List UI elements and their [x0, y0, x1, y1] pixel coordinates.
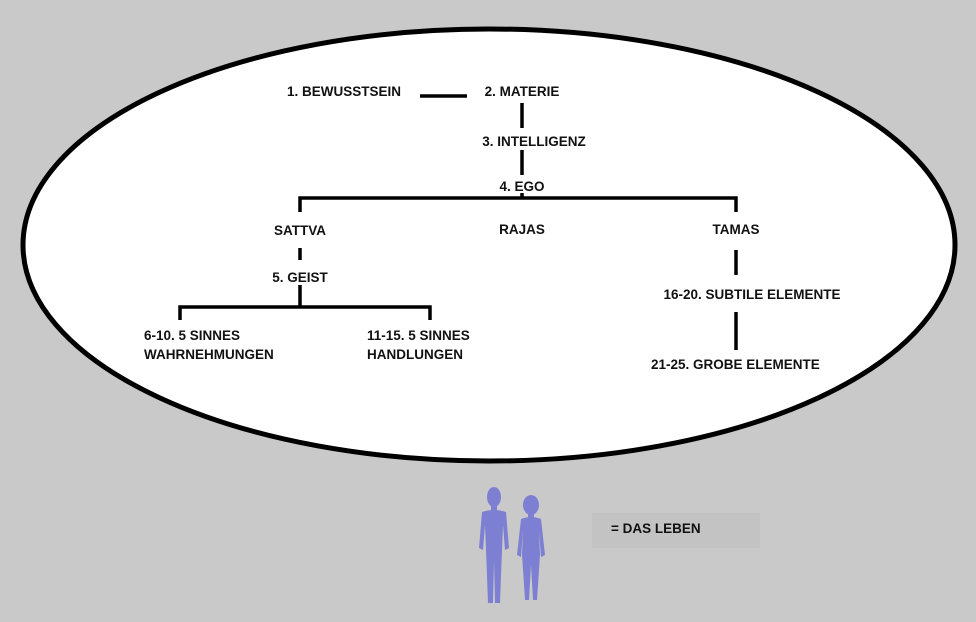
- node-sattva: SATTVA: [274, 223, 326, 238]
- legend-box: = DAS LEBEN: [592, 513, 760, 548]
- node-geist: 5. GEIST: [272, 270, 328, 285]
- legend-label: = DAS LEBEN: [611, 521, 701, 536]
- node-grobe-elemente: 21-25. GROBE ELEMENTE: [651, 357, 820, 372]
- node-handlungen-line2: HANDLUNGEN: [367, 347, 463, 362]
- node-bewusstsein: 1. BEWUSSTSEIN: [287, 84, 401, 99]
- node-ego: 4. EGO: [499, 179, 544, 194]
- people-figures-icon: [479, 487, 545, 603]
- node-tamas: TAMAS: [713, 222, 760, 237]
- male-figure-icon: [479, 487, 509, 603]
- female-figure-icon: [517, 495, 545, 600]
- node-wahrnehmungen-line2: WAHRNEHMUNGEN: [144, 347, 274, 362]
- node-rajas: RAJAS: [499, 222, 545, 237]
- node-wahrnehmungen-line1: 6-10. 5 SINNES: [144, 328, 240, 343]
- node-materie: 2. MATERIE: [485, 84, 560, 99]
- connector-lines: [178, 94, 738, 350]
- node-intelligenz: 3. INTELLIGENZ: [482, 134, 586, 149]
- node-subtile-elemente: 16-20. SUBTILE ELEMENTE: [663, 287, 840, 302]
- node-handlungen-line1: 11-15. 5 SINNES: [367, 328, 470, 343]
- universe-ellipse: [20, 26, 958, 464]
